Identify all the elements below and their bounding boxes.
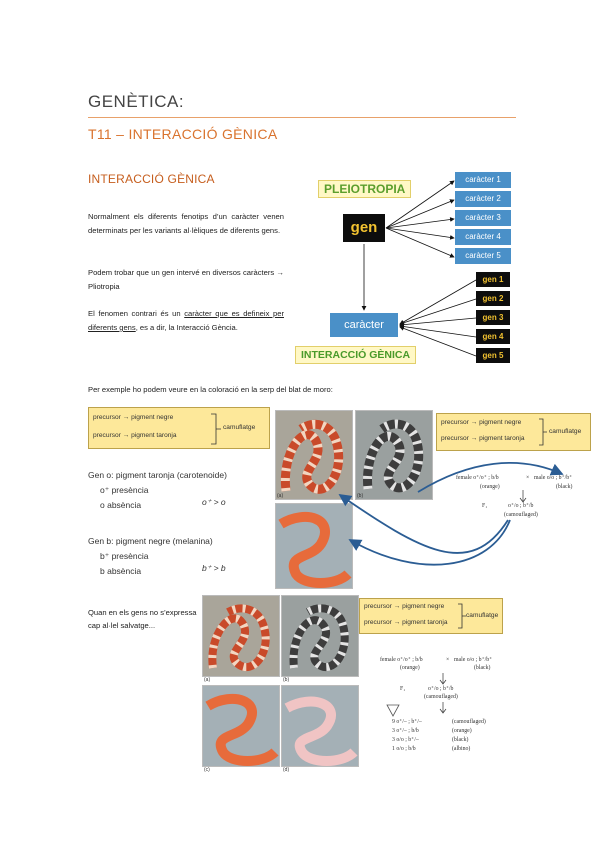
quan-text: Quan en els gens no s’expressa cap al·le… — [88, 608, 197, 630]
snake-photo-c2 — [202, 685, 280, 767]
cross1-f1-phenotype: (camouflaged) — [504, 512, 538, 518]
pathway-box-right-bottom: precursor → pigment negre precursor → pi… — [359, 598, 503, 634]
f2-genotype-1: 9 o⁺/– ; b⁺/– — [392, 719, 422, 725]
cross2-down-arrow-icon — [439, 673, 447, 685]
gen-b-absence: b absència — [100, 566, 142, 576]
cross1-female: female o⁺/o⁺ ; b/b — [456, 475, 499, 481]
f2-phenotype-4: (albino) — [452, 746, 471, 752]
snake-photo-b2 — [281, 595, 359, 677]
paragraph-2: Podem trobar que un gen intervé en diver… — [88, 268, 284, 291]
cross1-male: male o/o ; b⁺/b⁺ — [534, 475, 573, 481]
interaccio-genica-label: INTERACCIÓ GÈNICA — [295, 346, 417, 364]
pleiotropy-arrows — [385, 180, 455, 258]
gen-b-presence: b⁺ presència — [100, 551, 149, 561]
f2-phenotype-3: (black) — [452, 737, 469, 743]
caracter-box: caràcter — [330, 313, 398, 337]
caracter-3: caràcter 3 — [455, 210, 511, 226]
snake-photo-c — [275, 503, 353, 589]
photo-label-c: (c) — [204, 767, 210, 773]
snake-photo-a2 — [202, 595, 280, 677]
pathway-brace-icon — [211, 413, 221, 445]
cross2-f1-phenotype: (camouflaged) — [424, 694, 458, 700]
photo-label-b2: (b) — [283, 677, 290, 683]
pathway-row-orange-2: precursor → pigment taronja — [441, 435, 525, 442]
pathway-row-orange-3: precursor → pigment taronja — [364, 619, 448, 626]
pathway-row-black: precursor → pigment negre — [93, 414, 174, 421]
cross2-down-arrow-icon-2 — [439, 702, 447, 714]
f2-phenotype-2: (orange) — [452, 728, 472, 734]
f2-genotype-4: 1 o/o ; b/b — [392, 746, 416, 752]
diagram-arrows — [361, 180, 477, 357]
pathway-brace-icon-3 — [458, 603, 466, 629]
gen-o-absence: o absència — [100, 500, 142, 510]
gen-2: gen 2 — [476, 291, 510, 306]
caracter-4: caràcter 4 — [455, 229, 511, 245]
paragraph-3: El fenomen contrari és un caràcter que e… — [88, 307, 284, 335]
photo-label-a: (a) — [277, 493, 284, 499]
pathway-box-right-top: precursor → pigment negre precursor → pi… — [436, 413, 591, 451]
gen-b-title: Gen b: pigment negre (melanina) — [88, 536, 213, 546]
pathway-box-left: precursor → pigment negre precursor → pi… — [88, 407, 270, 449]
gen-o-title: Gen o: pigment taronja (carotenoide) — [88, 470, 227, 480]
gen-box: gen — [343, 214, 385, 242]
cross1-black: (black) — [556, 484, 573, 490]
example-text: Per exemple ho podem veure en la colorac… — [88, 385, 333, 394]
camuflatge-label-3: camuflatge — [466, 612, 499, 619]
gen-4: gen 4 — [476, 329, 510, 344]
f2-genotype-2: 3 o⁺/– ; b/b — [392, 728, 419, 734]
camuflatge-label: camuflatge — [223, 424, 256, 431]
gen-3: gen 3 — [476, 310, 510, 325]
photo-label-d: (d) — [283, 767, 290, 773]
f2-genotype-3: 3 o/o ; b⁺/– — [392, 737, 419, 743]
pleiotropia-label: PLEIOTROPIA — [318, 180, 412, 198]
paragraph-3-post: , es a dir, la Interacció Gència. — [135, 323, 238, 332]
cross2-orange: (orange) — [400, 665, 420, 671]
cross1-times: × — [526, 475, 530, 481]
gen-b-dominance: b⁺ > b — [202, 563, 226, 573]
pathway-row-orange: precursor → pigment taronja — [93, 432, 177, 439]
snake-photo-d — [281, 685, 359, 767]
caracter-1: caràcter 1 — [455, 172, 511, 188]
cross1-orange: (orange) — [480, 484, 500, 490]
gen-o-presence: o⁺ presència — [100, 485, 149, 495]
gen-5: gen 5 — [476, 348, 510, 363]
cross2-times: × — [446, 657, 450, 663]
cross2-black: (black) — [474, 665, 491, 671]
photo-label-b: (b) — [357, 493, 364, 499]
cross1-f1-genotype: o⁺/o ; b⁺/b — [508, 503, 534, 509]
pathway-brace-icon-2 — [539, 418, 547, 446]
cross2-male: male o/o ; b⁺/b⁺ — [454, 657, 493, 663]
interaction-arrows — [399, 279, 477, 357]
cross2-female: female o⁺/o⁺ ; b/b — [380, 657, 423, 663]
topic-title: T11 – INTERACCIÓ GÈNICA — [88, 126, 278, 142]
f2-triangle-icon — [386, 704, 400, 717]
gen-o-dominance: o⁺ > o — [202, 497, 226, 507]
cross1-f1-label: F₁ — [482, 503, 488, 509]
caracter-5: caràcter 5 — [455, 248, 511, 264]
snake-photo-a — [275, 410, 353, 500]
paragraph-3-pre: El fenomen contrari és un — [88, 309, 185, 318]
cross2-f1-genotype: o⁺/o ; b⁺/b — [428, 686, 454, 692]
title-divider — [88, 117, 516, 118]
cross2-f1-label: F₁ — [400, 686, 406, 692]
snake-photo-b — [355, 410, 433, 500]
pathway-row-black-3: precursor → pigment negre — [364, 603, 445, 610]
caracter-2: caràcter 2 — [455, 191, 511, 207]
cross1-down-arrow-icon — [519, 490, 527, 503]
f2-phenotype-1: (camouflaged) — [452, 719, 486, 725]
section-heading: INTERACCIÓ GÈNICA — [88, 172, 215, 186]
document-title: GENÈTICA: — [88, 92, 185, 111]
pathway-row-black-2: precursor → pigment negre — [441, 419, 522, 426]
gen-1: gen 1 — [476, 272, 510, 287]
blue-link-arrows — [338, 461, 564, 566]
camuflatge-label-2: camuflatge — [549, 428, 582, 435]
paragraph-3-underline: caràcter que es defineix per diferents g… — [88, 309, 284, 332]
paragraph-1: Normalment els diferents fenotips d’un c… — [88, 212, 284, 235]
photo-label-a2: (a) — [204, 677, 211, 683]
